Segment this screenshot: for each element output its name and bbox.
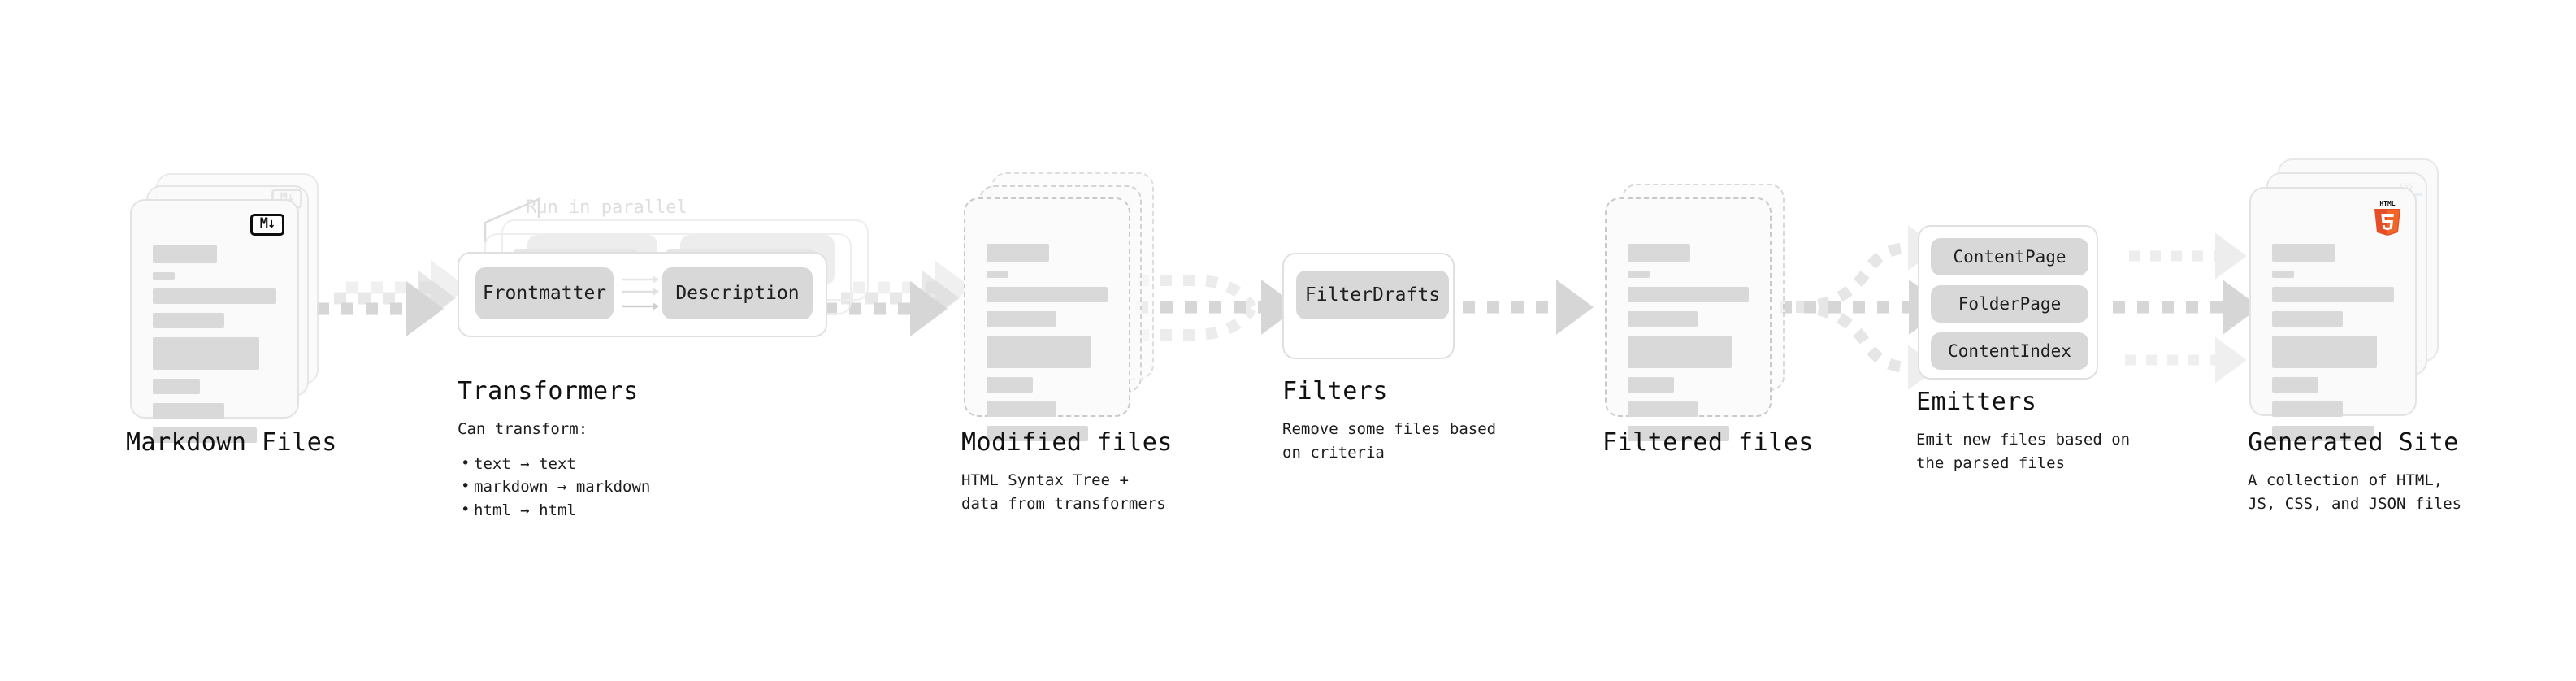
subtitle-emitters: Emit new files based on the parsed files <box>1916 431 2131 472</box>
filtered-placeholder-lines <box>1628 244 1749 450</box>
connector-emitters-to-site <box>2113 232 2260 384</box>
caption-filters: Filters Remove some files based on crite… <box>1282 378 1559 464</box>
transformers-box[interactable]: Frontmatter Description <box>458 252 827 337</box>
chip-folderpage[interactable]: FolderPage <box>1931 285 2088 323</box>
site-card-front-html[interactable]: HTML <box>2249 187 2417 441</box>
caption-emitters: Emitters Emit new files based on the par… <box>1916 388 2209 475</box>
run-in-parallel-bracket <box>484 197 540 242</box>
modified-placeholder-lines <box>987 244 1108 450</box>
caption-filtered-files: Filtered files <box>1602 429 1871 456</box>
title-emitters: Emitters <box>1916 388 2037 416</box>
list-item: html → html <box>458 498 783 523</box>
caption-markdown-files: Markdown Files <box>126 429 394 456</box>
connector-filters-to-filtered <box>1463 280 1594 335</box>
title-filters: Filters <box>1282 377 1388 406</box>
list-item: text → text <box>458 452 783 476</box>
subtitle-transformers: Can transform: <box>458 420 588 438</box>
run-in-parallel-label: Run in parallel <box>526 197 687 218</box>
connector-md-to-transformers <box>317 260 468 336</box>
markdown-placeholder-lines <box>153 245 276 452</box>
title-transformers: Transformers <box>458 377 639 406</box>
chip-frontmatter[interactable]: Frontmatter <box>475 267 614 319</box>
markdown-card-front[interactable]: M↓ <box>130 199 299 443</box>
chip-description[interactable]: Description <box>662 267 813 319</box>
title-generated-site: Generated Site <box>2248 428 2459 457</box>
emitters-box[interactable]: ContentPage FolderPage ContentIndex <box>1918 225 2098 380</box>
subtitle-generated-site: A collection of HTML, JS, CSS, and JSON … <box>2248 471 2462 513</box>
html5-icon-label: HTML <box>2379 200 2395 207</box>
chip-filterdrafts[interactable]: FilterDrafts <box>1296 271 1449 319</box>
markdown-icon: M↓ <box>250 214 284 236</box>
chip-contentindex[interactable]: ContentIndex <box>1931 332 2088 370</box>
site-placeholder-lines <box>2272 244 2394 450</box>
title-modified-files: Modified files <box>961 428 1173 457</box>
title-markdown-files: Markdown Files <box>126 428 337 457</box>
connector-modified-to-filters <box>1136 275 1299 340</box>
caption-generated-site: Generated Site A collection of HTML, JS,… <box>2248 429 2524 515</box>
title-filtered-files: Filtered files <box>1602 428 1814 457</box>
filtered-card-front[interactable] <box>1605 197 1772 441</box>
subtitle-filters: Remove some files based on criteria <box>1282 420 1497 462</box>
transformers-bullet-list: text → text markdown → markdown html → h… <box>458 452 783 523</box>
chip-contentpage[interactable]: ContentPage <box>1931 238 2088 275</box>
modified-card-front[interactable] <box>964 197 1130 441</box>
html5-icon: HTML <box>2374 200 2400 236</box>
subtitle-modified-files: HTML Syntax Tree + data from transformer… <box>961 471 1166 513</box>
inner-arrows-icon <box>622 275 659 310</box>
list-item: markdown → markdown <box>458 475 783 499</box>
caption-transformers: Transformers Can transform: text → text … <box>458 378 783 523</box>
filters-box[interactable]: FilterDrafts <box>1282 253 1455 359</box>
caption-modified-files: Modified files HTML Syntax Tree + data f… <box>961 429 1238 515</box>
